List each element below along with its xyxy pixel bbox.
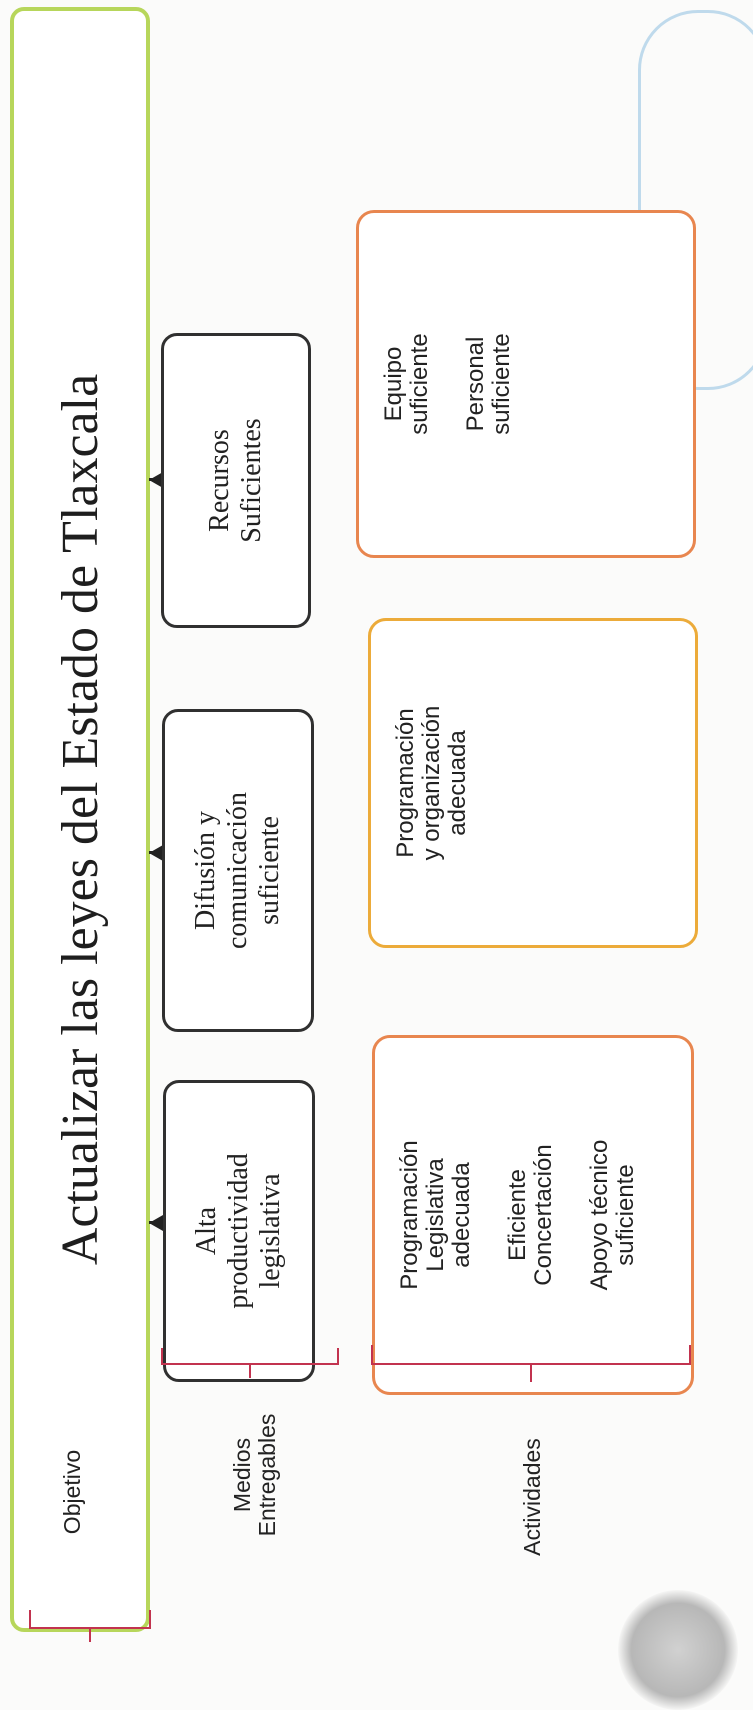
row-label-text: Objetivo	[58, 1449, 85, 1535]
bracket-actividades	[0, 1345, 691, 1700]
arrow-head-icon	[149, 845, 163, 861]
arrow-head-icon	[149, 1215, 163, 1231]
row-label-actividades: Actividades	[497, 1422, 567, 1572]
row-label-text: Entregables	[254, 1413, 280, 1537]
arrow-head	[149, 1215, 163, 1231]
row-label-text: Actividades	[518, 1438, 545, 1556]
row-label-objetivo: Objetivo	[36, 1442, 108, 1542]
arrow-head-icon	[149, 472, 163, 488]
arrow-head	[149, 845, 163, 861]
arrow-head	[149, 472, 163, 488]
bracket-objetivo	[10, 1404, 151, 1642]
bracket-medios	[0, 1348, 339, 1700]
row-label-medios: Medios Entregables	[210, 1400, 300, 1550]
row-label-text: Medios	[229, 1437, 255, 1513]
